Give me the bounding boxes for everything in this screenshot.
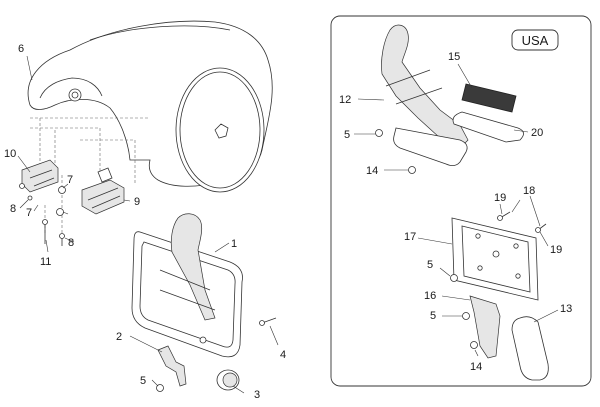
callout-6: 6 bbox=[18, 43, 24, 55]
callout-3: 3 bbox=[254, 389, 260, 401]
reflector-13 bbox=[511, 316, 549, 381]
nut-5-lower bbox=[462, 312, 470, 320]
nut-5-upper bbox=[375, 129, 383, 137]
callout-7b: 7 bbox=[26, 207, 32, 219]
bracket-10 bbox=[19, 159, 59, 193]
callout-5c: 5 bbox=[427, 259, 433, 271]
screw-4 bbox=[259, 317, 277, 326]
small-hardware-left bbox=[27, 186, 66, 246]
bracket-16 bbox=[469, 295, 501, 359]
leader-lines-right bbox=[354, 63, 559, 357]
callout-13: 13 bbox=[560, 303, 572, 315]
callout-20: 20 bbox=[531, 127, 543, 139]
callout-5b: 5 bbox=[344, 129, 350, 141]
callout-7a: 7 bbox=[67, 174, 73, 186]
callout-14a: 14 bbox=[366, 165, 378, 177]
callout-4: 4 bbox=[280, 349, 286, 361]
callout-18: 18 bbox=[523, 185, 535, 197]
callout-19b: 19 bbox=[550, 244, 562, 256]
license-plate-17 bbox=[451, 217, 539, 301]
nut-5-mid bbox=[450, 274, 458, 282]
leader-lines-left bbox=[17, 55, 279, 394]
plate-holder-12 bbox=[381, 24, 469, 166]
callout-16: 16 bbox=[424, 290, 436, 302]
svg-text:USA: USA bbox=[522, 33, 549, 48]
license-plate-holder-1 bbox=[131, 213, 243, 358]
callout-17: 17 bbox=[404, 231, 416, 243]
bracket-20 bbox=[452, 111, 524, 143]
bracket-9 bbox=[81, 167, 125, 215]
callout-2: 2 bbox=[116, 331, 122, 343]
rear-fender bbox=[27, 20, 273, 193]
nut-5-left bbox=[156, 384, 164, 392]
usa-version-panel bbox=[330, 15, 592, 387]
callout-8a: 8 bbox=[10, 203, 16, 215]
nut-14-upper bbox=[408, 166, 416, 174]
callout-12: 12 bbox=[339, 94, 351, 106]
reflector-3 bbox=[216, 369, 240, 391]
callout-14b: 14 bbox=[470, 361, 482, 373]
reflector-15 bbox=[461, 83, 517, 113]
usa-label: USA bbox=[511, 29, 559, 51]
callout-11: 11 bbox=[40, 256, 51, 268]
callout-19a: 19 bbox=[494, 192, 506, 204]
callout-10: 10 bbox=[4, 148, 16, 160]
callout-5d: 5 bbox=[430, 310, 436, 322]
callout-9: 9 bbox=[134, 196, 140, 208]
callout-15: 15 bbox=[448, 51, 460, 63]
nut-14-lower bbox=[470, 341, 478, 349]
callout-1: 1 bbox=[231, 238, 237, 250]
bracket-2 bbox=[157, 345, 187, 387]
screws-18-19 bbox=[497, 211, 547, 233]
callout-5a: 5 bbox=[140, 375, 146, 387]
callout-8b: 8 bbox=[68, 237, 74, 249]
